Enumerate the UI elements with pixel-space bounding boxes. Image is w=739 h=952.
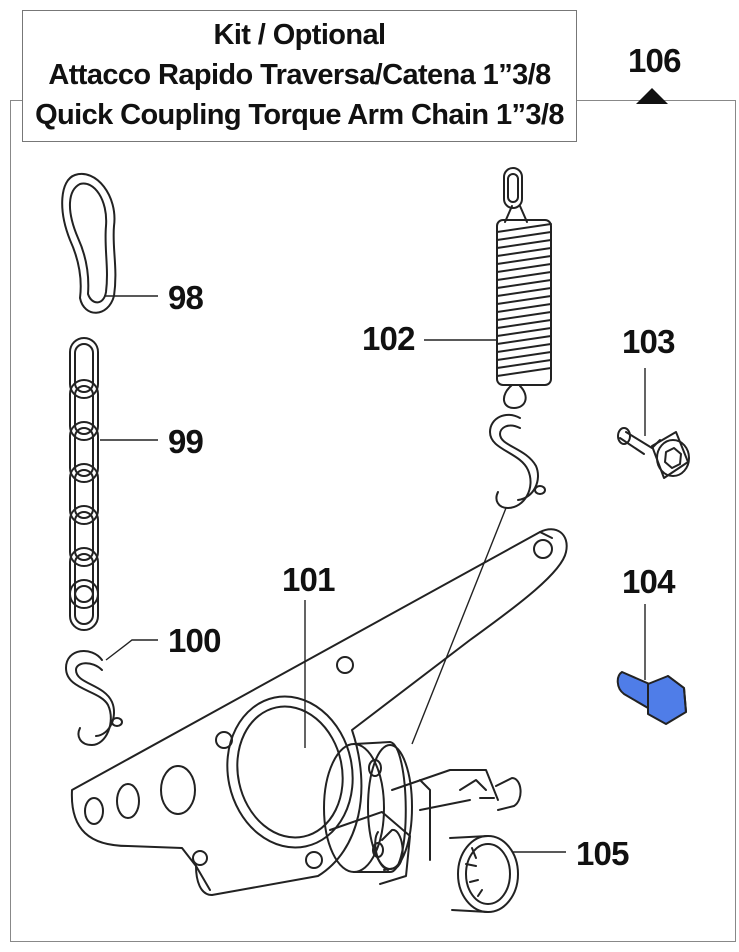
callout-102: 102 xyxy=(362,320,415,357)
callout-103: 103 xyxy=(622,323,675,360)
part-103-socket-screw xyxy=(617,427,690,479)
part-102-s-hook xyxy=(489,413,546,509)
callout-99: 99 xyxy=(168,423,204,460)
leader-hook-to-hub xyxy=(411,507,507,745)
callout-105: 105 xyxy=(576,835,629,872)
part-105-hub-coupling xyxy=(323,741,522,913)
callout-104: 104 xyxy=(622,563,675,600)
title-line-2: Attacco Rapido Traversa/Catena 1”3/8 xyxy=(48,59,551,91)
triangle-up-icon xyxy=(636,88,668,104)
kit-title-box: Kit / Optional Attacco Rapido Traversa/C… xyxy=(22,10,577,142)
callout-100: 100 xyxy=(168,622,221,659)
part-104-hex-bolt xyxy=(616,671,687,725)
title-line-3: Quick Coupling Torque Arm Chain 1”3/8 xyxy=(35,99,564,131)
part-101-torque-arm xyxy=(70,528,568,896)
part-98-pear-link xyxy=(61,172,117,314)
part-99-chain xyxy=(69,337,99,631)
callout-101: 101 xyxy=(282,561,335,598)
title-line-1: Kit / Optional xyxy=(213,19,386,51)
part-102-spring xyxy=(496,167,552,409)
leader-100 xyxy=(105,639,158,661)
part-100-s-hook xyxy=(65,650,123,746)
callout-98: 98 xyxy=(168,279,204,316)
callout-106: 106 xyxy=(628,42,681,79)
leader-lines xyxy=(100,295,646,853)
